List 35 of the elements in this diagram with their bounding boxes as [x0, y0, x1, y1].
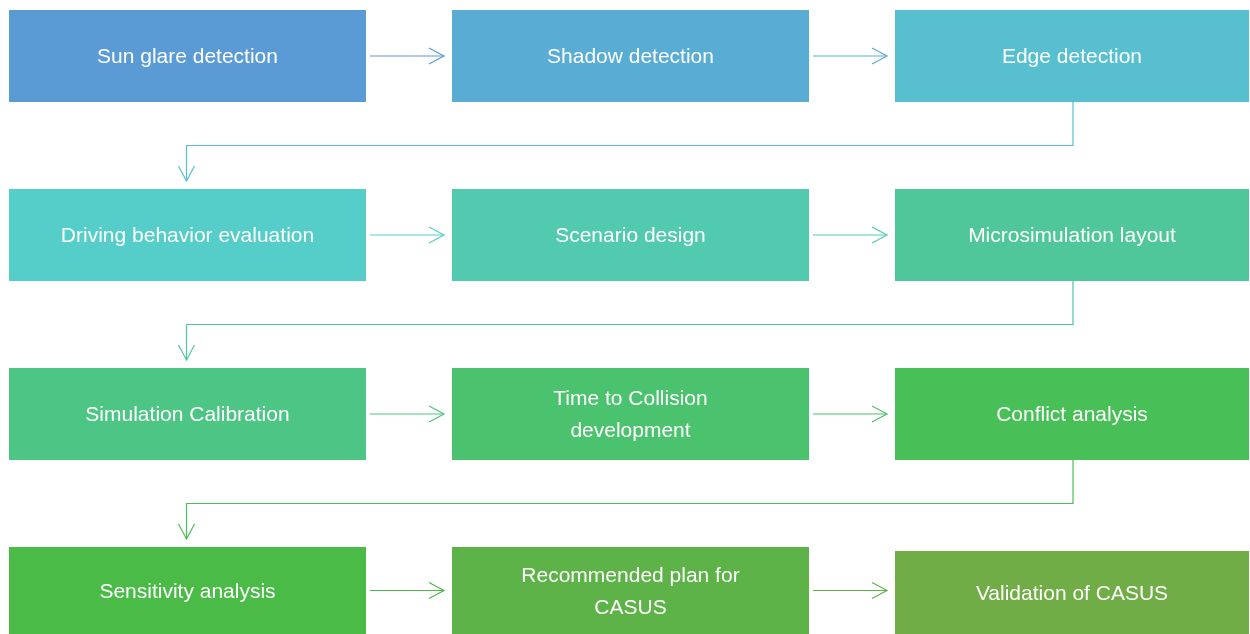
process-box — [895, 10, 1249, 102]
process-box — [9, 368, 366, 460]
arrow — [812, 581, 888, 600]
arrow — [812, 226, 888, 244]
arrow — [369, 47, 445, 65]
process-box — [895, 189, 1249, 281]
process-box — [452, 189, 809, 281]
process-box — [9, 547, 366, 634]
process-box — [895, 551, 1249, 634]
arrow — [177, 101, 1074, 182]
process-box — [452, 547, 809, 634]
step-label: Edge detection — [1001, 43, 1143, 69]
arrow — [369, 581, 445, 600]
step-label: Recommended plan for CASUS — [520, 561, 741, 620]
arrow — [812, 405, 888, 423]
step-label: Sun glare detection — [97, 43, 278, 69]
step-label: Sensitivity analysis — [99, 577, 276, 604]
step-label: Driving behavior evaluation — [60, 222, 315, 248]
arrow — [177, 280, 1074, 361]
step-label: Simulation Calibration — [85, 401, 290, 427]
arrow — [369, 226, 445, 244]
process-box — [9, 10, 366, 102]
process-box — [9, 189, 366, 281]
step-label: Shadow detection — [547, 43, 714, 69]
process-box — [895, 368, 1249, 460]
step-label: Validation of CASUS — [975, 579, 1169, 606]
step-label: Microsimulation layout — [968, 222, 1176, 248]
step-label: Conflict analysis — [996, 401, 1148, 427]
process-box — [452, 10, 809, 102]
step-label: Time to Collision development — [552, 385, 709, 443]
arrow — [812, 47, 888, 65]
step-label: Scenario design — [555, 222, 706, 248]
process-box — [452, 368, 809, 460]
arrow — [177, 459, 1074, 540]
arrow — [369, 405, 445, 423]
